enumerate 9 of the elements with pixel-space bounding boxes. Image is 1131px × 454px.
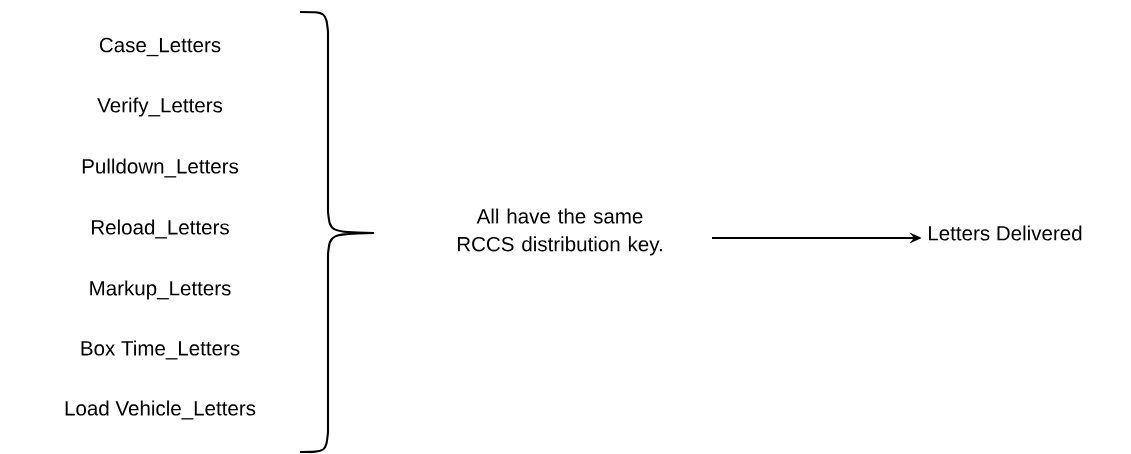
item-label: Load Vehicle_Letters — [65, 400, 256, 420]
item-label: Reload_Letters — [92, 219, 229, 239]
item-label: Box Time_Letters — [81, 340, 240, 360]
item-label: Case_Letters — [99, 37, 221, 57]
result-text: Letters Delivered — [929, 225, 1082, 241]
item-label: Pulldown_Letters — [82, 158, 239, 178]
item-label: Verify_Letters — [97, 97, 223, 117]
item-label: Markup_Letters — [90, 280, 231, 300]
note-text: All have the same RCCS distribution key. — [457, 208, 662, 256]
